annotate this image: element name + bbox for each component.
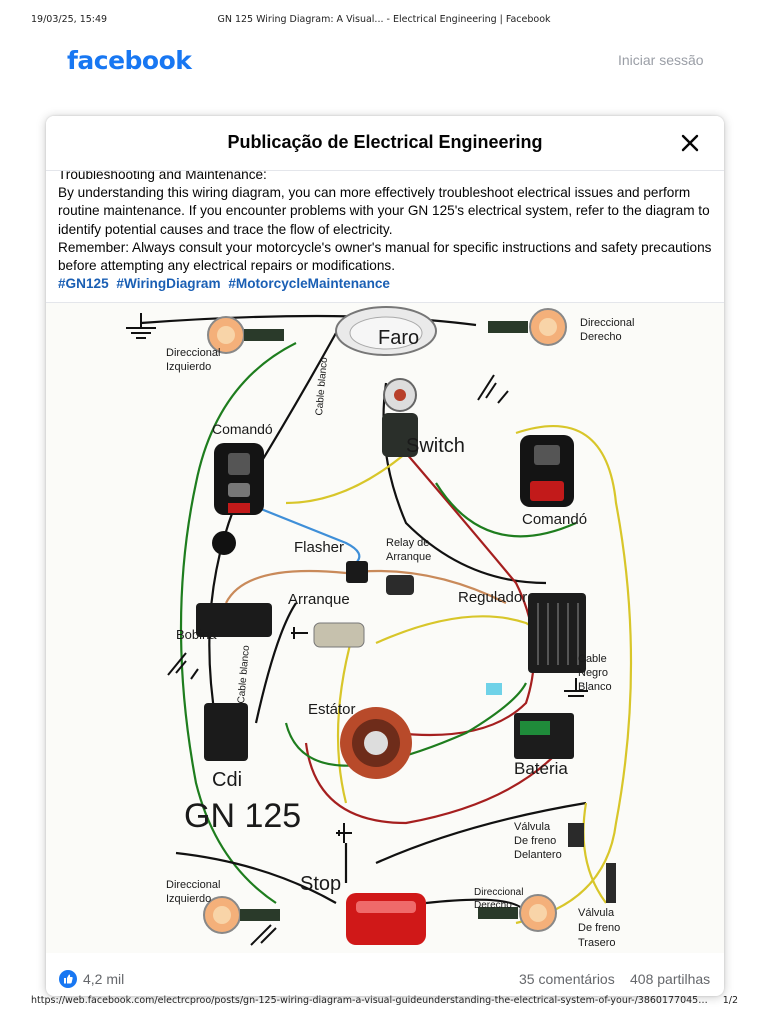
print-url: https://web.facebook.com/electrcproo/pos…	[31, 995, 711, 1006]
diagram-label: Derecho	[474, 900, 512, 911]
diagram-label: Direccional	[166, 347, 221, 359]
diagram-label: Direccional	[580, 317, 635, 329]
diagram-label: Izquierdo	[166, 361, 212, 373]
post-paragraph: By understanding this wiring diagram, yo…	[58, 185, 710, 237]
shares-count[interactable]: 408 partilhas	[630, 971, 711, 987]
divider	[46, 302, 724, 303]
diagram-label: Válvula	[514, 821, 551, 833]
post-text: Troubleshooting and Maintenance: By unde…	[58, 166, 718, 293]
diagram-label: Cdi	[212, 769, 243, 791]
diagram-label: Delantero	[514, 849, 562, 861]
like-reaction[interactable]	[59, 970, 77, 988]
diagram-label: Cable	[578, 653, 607, 665]
modal-title: Publicação de Electrical Engineering	[227, 132, 543, 152]
diagram-label: Comandó	[212, 421, 273, 437]
diagram-label: Comandó	[522, 511, 588, 528]
diagram-label: Bateria	[514, 759, 568, 778]
close-button[interactable]	[678, 131, 702, 155]
diagram-label: Direccional	[474, 887, 524, 898]
diagram-label: Bobina	[176, 627, 217, 642]
diagram-label: Trasero	[578, 937, 616, 949]
diagram-label: De freno	[514, 835, 557, 847]
post-paragraph: Remember: Always consult your motorcycle…	[58, 239, 712, 274]
diagram-label: Estátor	[308, 701, 356, 718]
diagram-label: Flasher	[294, 539, 345, 556]
diagram-label: Válvula	[578, 907, 615, 919]
diagram-label: Derecho	[580, 331, 622, 343]
modal-header: Publicação de Electrical Engineering	[46, 116, 724, 171]
diagram-label: Negro	[578, 667, 608, 679]
diagram-label: Izquierdo	[166, 893, 212, 905]
print-timestamp: 19/03/25, 15:49	[31, 14, 108, 25]
hashtag-link[interactable]: #WiringDiagram	[116, 276, 221, 292]
post-modal: Publicação de Electrical Engineering Tro…	[46, 116, 724, 996]
diagram-label: Regulador	[458, 589, 528, 606]
hashtag-list: #GN125 #WiringDiagram #MotorcycleMainten…	[58, 275, 718, 293]
diagram-label: Arranque	[288, 591, 350, 608]
diagram-label: Direccional	[166, 879, 221, 891]
diagram-label: Arranque	[386, 551, 432, 563]
diagram-label: Stop	[300, 873, 342, 895]
reactions-bar: 4,2 mil 35 comentários 408 partilhas	[46, 966, 724, 996]
like-count[interactable]: 4,2 mil	[83, 971, 125, 987]
comments-count[interactable]: 35 comentários	[519, 971, 615, 987]
diagram-label: Faro	[378, 327, 420, 349]
diagram-label: Blanco	[578, 681, 612, 693]
close-icon	[681, 134, 699, 152]
login-link[interactable]: Iniciar sessão	[618, 52, 704, 68]
diagram-label: Relay de	[386, 537, 430, 549]
print-page-title: GN 125 Wiring Diagram: A Visual... - Ele…	[217, 14, 551, 25]
hashtag-link[interactable]: #MotorcycleMaintenance	[228, 276, 390, 292]
print-page-number: 1/2	[722, 995, 738, 1006]
wiring-diagram-graphic	[126, 306, 633, 946]
diagram-label: Switch	[406, 435, 465, 457]
thumbs-up-icon	[64, 974, 73, 984]
hashtag-link[interactable]: #GN125	[58, 276, 109, 292]
facebook-logo[interactable]: facebook	[67, 46, 192, 75]
diagram-label: De freno	[578, 922, 621, 934]
diagram-label: GN 125	[184, 797, 302, 835]
wiring-diagram-image[interactable]: Faro Direccional Derecho Direccional Izq…	[46, 303, 724, 953]
